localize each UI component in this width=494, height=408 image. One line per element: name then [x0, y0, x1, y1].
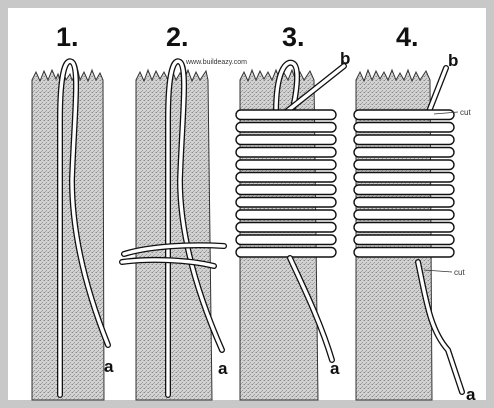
- coil-wrap: [236, 185, 336, 195]
- end-label-a-2: a: [218, 359, 228, 378]
- step-number-4: 4.: [396, 22, 419, 52]
- coil-wrap: [354, 235, 454, 245]
- coil-wrap: [236, 148, 336, 158]
- coil-wrap: [354, 160, 454, 170]
- coil-wrap: [236, 160, 336, 170]
- coil-wrap: [354, 210, 454, 220]
- panel-step-2: [122, 61, 224, 400]
- coil-wrap: [354, 135, 454, 145]
- coil-wrap: [236, 223, 336, 233]
- panel-step-1: [32, 61, 108, 400]
- coil-wrap: [236, 248, 336, 258]
- coil-wrap: [354, 173, 454, 183]
- coil-wrap: [354, 198, 454, 208]
- coil-wrap: [354, 223, 454, 233]
- coil-wrap: [236, 173, 336, 183]
- rope-2: [136, 70, 212, 400]
- website-label: www.buildeazy.com: [185, 59, 247, 66]
- coil-wrap: [354, 123, 454, 133]
- end-label-b-4: b: [448, 51, 458, 70]
- cut-label-bottom: cut: [454, 268, 465, 277]
- step-number-2: 2.: [166, 22, 189, 52]
- end-label-a-3: a: [330, 359, 340, 378]
- end-label-a-4: a: [466, 385, 476, 404]
- coil-wrap: [236, 110, 336, 120]
- panel-step-3: [236, 63, 344, 400]
- coil-wrap: [236, 135, 336, 145]
- step-number-1: 1.: [56, 22, 79, 52]
- coil-wrap: [236, 210, 336, 220]
- rope-1: [32, 70, 104, 400]
- coil-wrap: [236, 235, 336, 245]
- end-label-b-3: b: [340, 49, 350, 68]
- coil-wrap: [354, 110, 454, 120]
- coil-wrap: [236, 198, 336, 208]
- coil-wrap: [354, 185, 454, 195]
- cut-label-top: cut: [460, 108, 471, 117]
- coil-wrap: [236, 123, 336, 133]
- end-label-a-1: a: [104, 357, 114, 376]
- coil-wrap: [354, 148, 454, 158]
- step-number-3: 3.: [282, 22, 305, 52]
- coil-wrap: [354, 248, 454, 258]
